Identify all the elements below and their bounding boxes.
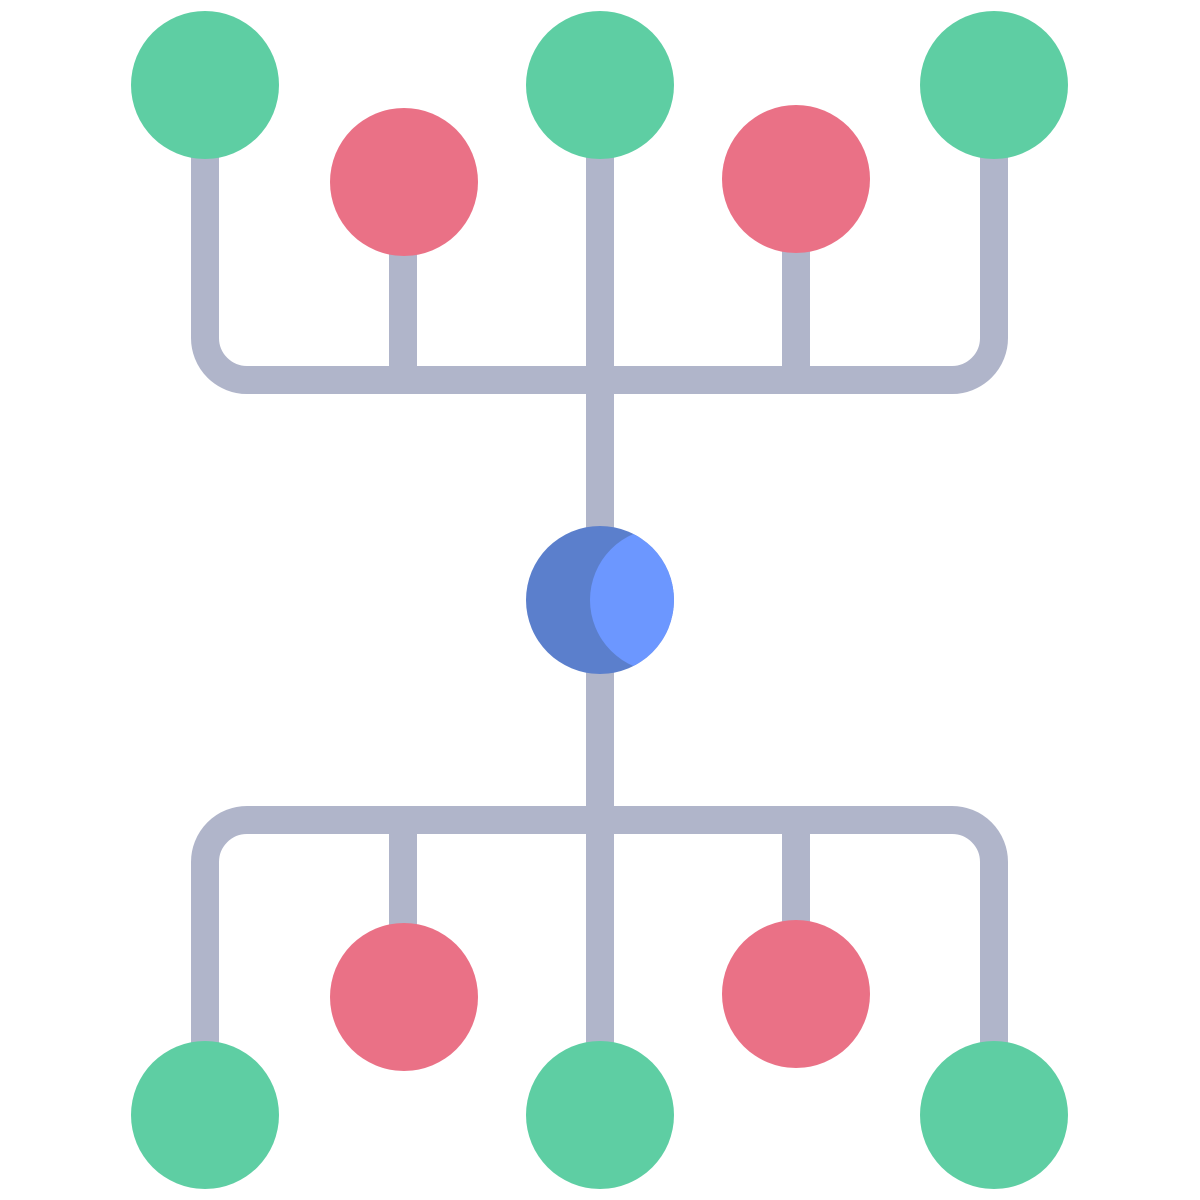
top-left-inner-node — [330, 108, 478, 256]
bottom-right-inner-node — [722, 920, 870, 1068]
top-right-node — [920, 11, 1068, 159]
top-left-node — [131, 11, 279, 159]
top-right-inner-node — [722, 105, 870, 253]
bottom-right-node — [920, 1041, 1068, 1189]
center-node — [526, 526, 674, 674]
center-node-highlight — [590, 528, 674, 672]
bottom-left-inner-node — [330, 923, 478, 1071]
bottom-center-node — [526, 1041, 674, 1189]
top-center-node — [526, 11, 674, 159]
bottom-left-node — [131, 1041, 279, 1189]
